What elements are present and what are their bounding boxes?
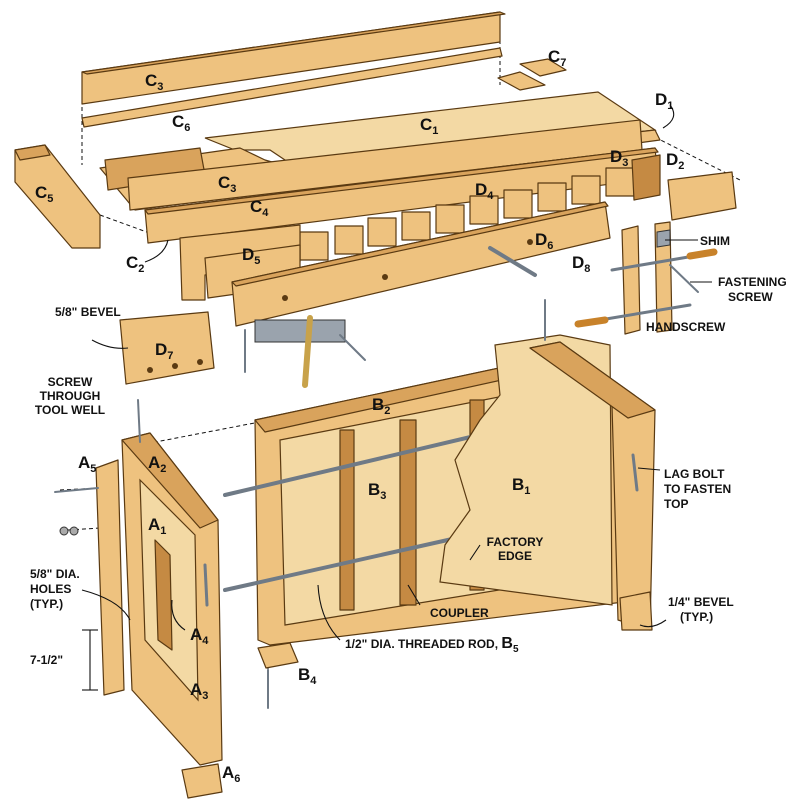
benchtop-assembly [14, 11, 737, 388]
label-a1: A1 [148, 515, 166, 537]
part-c7-block [519, 58, 567, 77]
label-a3: A3 [190, 680, 208, 702]
label-d6: D6 [535, 230, 553, 252]
callout-handscrew: HANDSCREW [646, 320, 726, 334]
label-d8: D8 [572, 253, 590, 275]
callout-holes: 5/8" DIA.HOLES(TYP.) [30, 567, 80, 611]
label-d1: D1 [655, 90, 673, 112]
label-c1: C1 [420, 115, 438, 137]
part-b4-pad [257, 642, 299, 669]
part-labels: C3 C7 C6 C1 D1 D3 D2 C5 C3 C4 D4 C2 D5 D… [35, 47, 684, 785]
label-a2: A2 [148, 453, 166, 475]
label-c7: C7 [548, 47, 566, 69]
part-d2-block [667, 171, 737, 221]
part-a5-leg [95, 459, 125, 696]
label-c4: C4 [250, 197, 269, 219]
label-a4: A4 [190, 625, 209, 647]
callout-shim: SHIM [700, 234, 730, 248]
part-b3-divider [399, 419, 417, 606]
label-c2: C2 [126, 253, 144, 275]
label-b2: B2 [372, 395, 390, 417]
callout-bevel-14: 1/4" BEVEL(TYP.) [668, 595, 734, 624]
label-c3-top: C3 [145, 71, 163, 93]
leader-lines [81, 104, 712, 691]
label-d5: D5 [242, 245, 260, 267]
label-a5: A5 [78, 453, 96, 475]
dimension-7-5: 7-1/2" [30, 653, 63, 667]
part-d7-block [119, 311, 215, 385]
callout-bevel-58: 5/8" BEVEL [55, 305, 121, 319]
label-d3: D3 [610, 147, 628, 169]
part-b1-panel [439, 334, 613, 606]
label-d7: D7 [155, 340, 173, 362]
label-b3: B3 [368, 480, 386, 502]
callout-threaded-rod: 1/2" DIA. THREADED ROD, B5 [345, 635, 519, 655]
vise-hardware [244, 315, 366, 388]
label-c5: C5 [35, 183, 53, 205]
label-a6: A6 [222, 763, 240, 785]
base-assembly [54, 299, 656, 799]
label-c3-mid: C3 [218, 173, 236, 195]
handscrew-clamp [574, 221, 718, 335]
label-d2: D2 [666, 150, 684, 172]
part-a6-pad [181, 763, 223, 799]
callout-coupler: COUPLER [430, 606, 489, 620]
label-d4: D4 [475, 180, 494, 202]
label-b4: B4 [298, 665, 317, 687]
part-c6-strip [81, 47, 503, 128]
label-b1: B1 [512, 475, 530, 497]
label-c6: C6 [172, 112, 190, 134]
part-c5-end-cap [14, 144, 101, 249]
dog-blocks [299, 167, 635, 261]
